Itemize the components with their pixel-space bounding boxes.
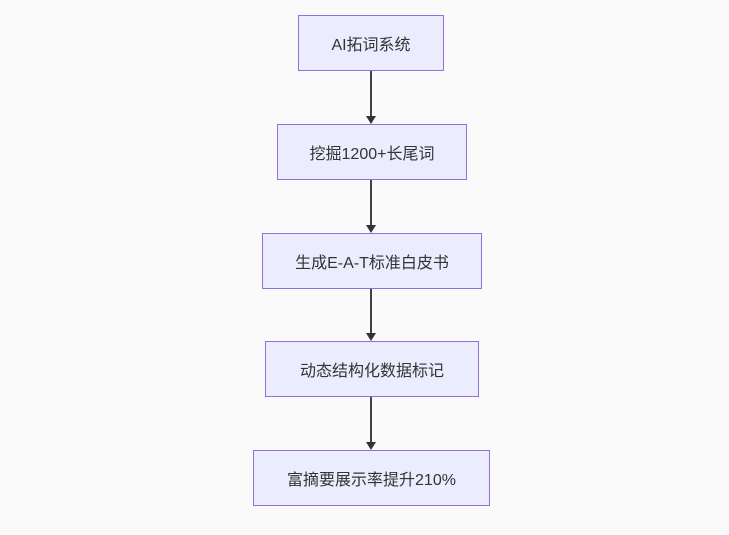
flow-node-mine-longtail-keywords: 挖掘1200+长尾词 — [277, 124, 467, 180]
flow-node-label: AI拓词系统 — [331, 37, 411, 54]
arrow-down-icon — [366, 225, 376, 233]
flow-node-label: 动态结构化数据标记 — [299, 363, 444, 380]
flow-node-label: 挖掘1200+长尾词 — [309, 146, 435, 163]
arrow-down-icon — [366, 442, 376, 450]
edge-line — [370, 180, 372, 226]
flow-node-ai-word-expansion-system: AI拓词系统 — [298, 15, 444, 71]
flow-node-rich-snippet-rate-increase: 富摘要展示率提升210% — [253, 450, 490, 506]
flow-node-dynamic-structured-data-markup: 动态结构化数据标记 — [265, 341, 479, 397]
arrow-down-icon — [366, 333, 376, 341]
flow-node-label: 富摘要展示率提升210% — [287, 472, 456, 489]
flow-edge-2-to-3 — [365, 180, 377, 233]
edge-line — [370, 289, 372, 334]
edge-line — [370, 397, 372, 443]
flow-edge-3-to-4 — [365, 289, 377, 341]
flow-edge-1-to-2 — [365, 71, 377, 124]
edge-line — [370, 71, 372, 117]
flow-edge-4-to-5 — [365, 397, 377, 450]
flow-node-generate-eat-whitepaper: 生成E-A-T标准白皮书 — [262, 233, 482, 289]
arrow-down-icon — [366, 116, 376, 124]
flow-node-label: 生成E-A-T标准白皮书 — [295, 255, 449, 272]
